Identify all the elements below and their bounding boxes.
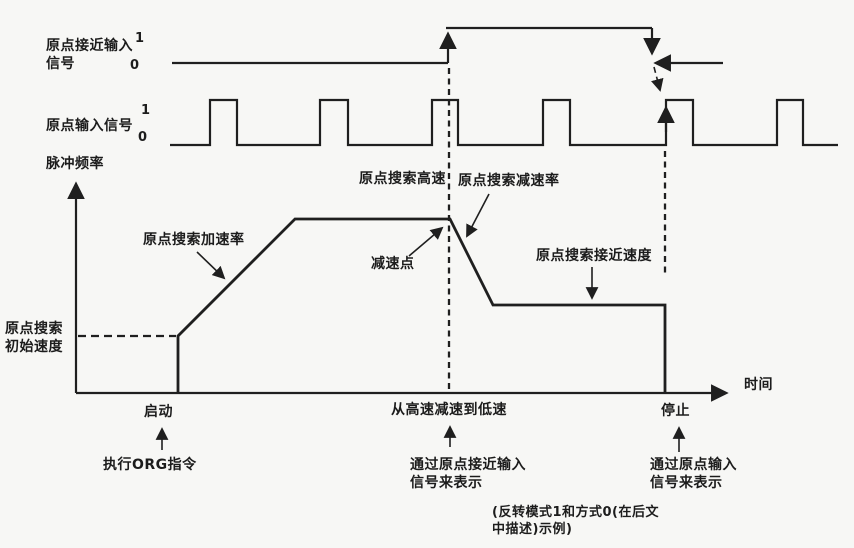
proximity-level-low: 0 xyxy=(130,58,140,73)
decelerate-label: 从高速减速到低速 xyxy=(391,402,507,418)
proximity-level-high: 1 xyxy=(135,31,145,46)
proximity-signal-label-line2: 信号 xyxy=(46,56,75,72)
deceleration-point-leader-arrow xyxy=(408,226,444,257)
high-speed-label: 原点搜索高速 xyxy=(359,171,446,187)
leader-arrows xyxy=(155,193,686,452)
figure-caption: (反转模式1和方式0(在后文 中描述)示例) xyxy=(492,504,659,538)
axes xyxy=(67,181,729,402)
initial-speed-label: 原点搜索 初始速度 xyxy=(5,320,63,356)
proximity-signal-label-line1: 原点接近输入 xyxy=(46,38,133,54)
acceleration-rate-label: 原点搜索加速率 xyxy=(143,232,245,248)
stop-note-line1: 通过原点输入 xyxy=(650,457,737,473)
origin-signal-label: 原点输入信号 xyxy=(46,118,133,134)
initial-speed-label-line1: 原点搜索 xyxy=(5,321,63,337)
x-axis-label: 时间 xyxy=(744,377,773,393)
initial-speed-label-line2: 初始速度 xyxy=(5,339,63,355)
decelerate-note-line2: 信号来表示 xyxy=(410,475,483,491)
deceleration-rate-leader-arrow xyxy=(466,193,490,238)
proximity-signal-label: 原点接近输入 信号 xyxy=(46,37,133,73)
figure-caption-line2: 中描述)示例) xyxy=(492,522,573,537)
speed-profile xyxy=(78,217,667,392)
proximity-signal-waveform xyxy=(172,26,723,92)
y-axis-label: 脉冲频率 xyxy=(46,156,104,172)
approach-speed-label: 原点搜索接近速度 xyxy=(536,248,652,264)
stop-label: 停止 xyxy=(661,403,690,419)
decelerate-note-line1: 通过原点接近输入 xyxy=(410,457,526,473)
speed-profile-curve xyxy=(176,217,667,392)
stop-note-line2: 信号来表示 xyxy=(650,475,723,491)
start-note: 执行ORG指令 xyxy=(103,457,197,473)
decelerate-note: 通过原点接近输入 信号来表示 xyxy=(410,456,526,492)
stop-note: 通过原点输入 信号来表示 xyxy=(650,456,737,492)
acceleration-rate-leader-arrow xyxy=(196,251,226,280)
falling-to-origin-pulse-dashed-arrow xyxy=(651,66,664,92)
deceleration-point-label: 减速点 xyxy=(371,256,415,272)
origin-level-low: 0 xyxy=(138,130,148,145)
origin-signal-waveform xyxy=(170,98,838,147)
figure-caption-line1: (反转模式1和方式0(在后文 xyxy=(492,505,659,520)
origin-level-high: 1 xyxy=(141,103,151,118)
start-label: 启动 xyxy=(144,404,173,420)
deceleration-rate-label: 原点搜索减速率 xyxy=(458,173,560,189)
